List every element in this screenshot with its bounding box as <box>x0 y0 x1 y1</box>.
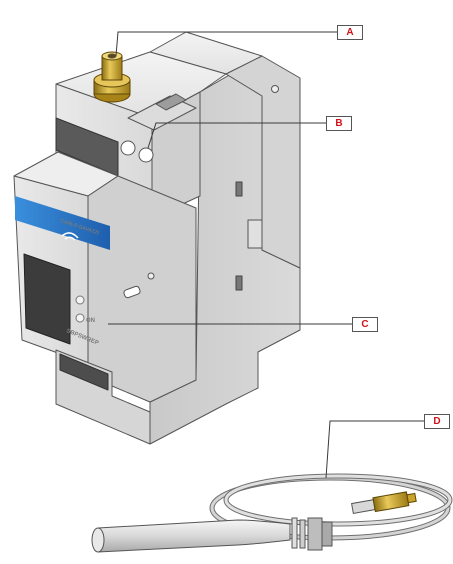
release-clip <box>127 95 197 131</box>
callout-label-d: D <box>424 414 450 429</box>
leader-line-d <box>325 420 424 479</box>
side-slot <box>235 181 243 197</box>
cable-brass-fitting <box>351 491 417 514</box>
temperature-probe <box>91 473 453 553</box>
cable-loop <box>224 474 452 526</box>
leader-lines <box>108 31 424 479</box>
screw-hole <box>147 272 155 280</box>
device-rear-right-top <box>225 55 301 269</box>
front-blue-band <box>15 196 110 250</box>
probe-nut <box>321 521 333 547</box>
mini-usb-port <box>123 285 141 299</box>
wifi-led <box>75 295 85 305</box>
probe-nut <box>307 517 323 551</box>
side-slot <box>235 275 243 291</box>
vent-hole <box>120 140 136 156</box>
callout-label-a: A <box>337 25 363 40</box>
wifi-icon <box>61 232 79 241</box>
probe-body <box>93 519 291 553</box>
probe-tip <box>91 527 105 553</box>
callout-label-c: C <box>352 317 378 332</box>
led-label-on: ON <box>86 318 95 324</box>
vent-hole <box>138 147 154 163</box>
display-window <box>23 253 71 345</box>
callout-label-b: B <box>326 116 352 131</box>
release-clip-slot <box>155 93 187 111</box>
side-latch <box>247 219 263 249</box>
device-front-side <box>87 175 197 403</box>
probe-ring <box>291 517 298 549</box>
power-led <box>75 313 85 323</box>
device-lower-dark <box>59 353 109 391</box>
antenna-connector <box>93 51 131 103</box>
screw-hole <box>271 85 279 93</box>
probe-ring <box>299 519 306 549</box>
leader-line-a <box>115 31 337 57</box>
leader-line-b <box>147 122 326 149</box>
din-rail-device <box>13 31 301 445</box>
